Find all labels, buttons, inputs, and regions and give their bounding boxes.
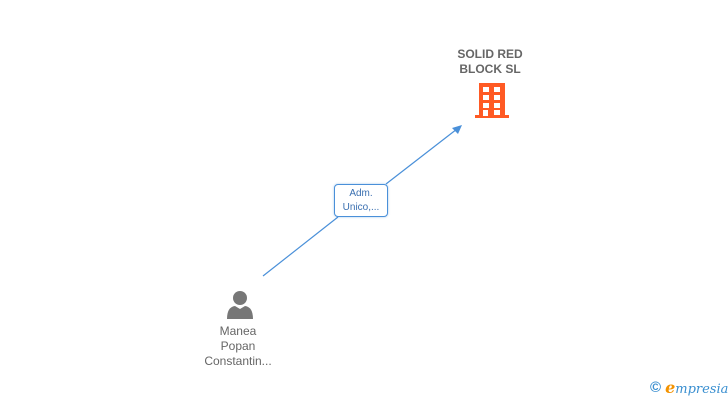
brand-initial: e bbox=[665, 378, 676, 397]
person-name-line1: Manea bbox=[219, 324, 257, 338]
brand-rest: mpresia bbox=[675, 382, 728, 397]
person-icon[interactable] bbox=[225, 289, 255, 324]
person-name-line3: Constantin... bbox=[204, 354, 272, 368]
empresia-logo[interactable]: © empresia bbox=[650, 378, 728, 397]
company-name-line2: BLOCK SL bbox=[459, 62, 521, 76]
role-label[interactable]: Adm. Unico,... bbox=[334, 184, 388, 217]
company-name[interactable]: SOLID RED BLOCK SL bbox=[440, 47, 540, 77]
person-name-line2: Popan bbox=[220, 339, 256, 353]
company-name-line1: SOLID RED bbox=[457, 47, 523, 61]
role-line1: Adm. bbox=[349, 188, 373, 199]
person-name[interactable]: Manea Popan Constantin... bbox=[190, 324, 286, 369]
arrowhead-icon bbox=[452, 125, 462, 134]
brand-name: empresia bbox=[665, 378, 728, 397]
copyright-icon: © bbox=[650, 379, 662, 396]
role-line2: Unico,... bbox=[342, 202, 380, 213]
building-icon[interactable] bbox=[475, 83, 509, 124]
